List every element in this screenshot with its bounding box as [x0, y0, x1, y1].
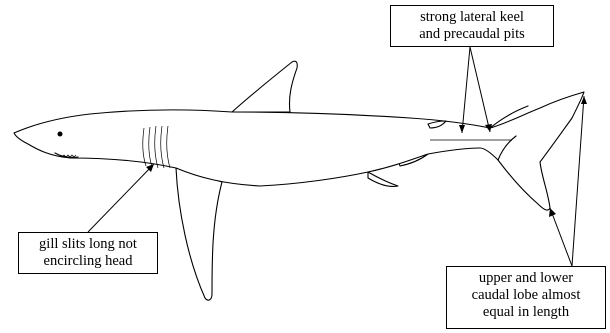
shark-body [14, 92, 584, 210]
first-dorsal-fin [232, 61, 297, 112]
label-caudal-line-2: caudal lobe almost [451, 287, 601, 304]
label-caudal-line-3: equal in length [451, 304, 601, 321]
arrow-caudal-lower [550, 208, 572, 266]
label-caudal-lobes: upper and lower caudal lobe almost equal… [446, 266, 606, 329]
pectoral-fin [176, 168, 222, 300]
eye [58, 132, 63, 137]
label-gill-line-2: encircling head [23, 253, 153, 270]
arrow-keel-to-pit-1 [462, 47, 470, 133]
label-keel-line-2: and precaudal pits [395, 26, 549, 43]
label-gill-slits: gill slits long not encircling head [18, 232, 158, 274]
arrow-caudal-upper [572, 96, 584, 266]
arrow-gill [88, 164, 154, 232]
pelvic-fin [368, 172, 398, 187]
arrow-keel-to-pit-2 [470, 47, 490, 132]
label-caudal-line-1: upper and lower [451, 270, 601, 287]
label-gill-line-1: gill slits long not [23, 236, 153, 253]
label-keel-precaudal-pits: strong lateral keel and precaudal pits [390, 5, 554, 47]
label-keel-line-1: strong lateral keel [395, 9, 549, 26]
